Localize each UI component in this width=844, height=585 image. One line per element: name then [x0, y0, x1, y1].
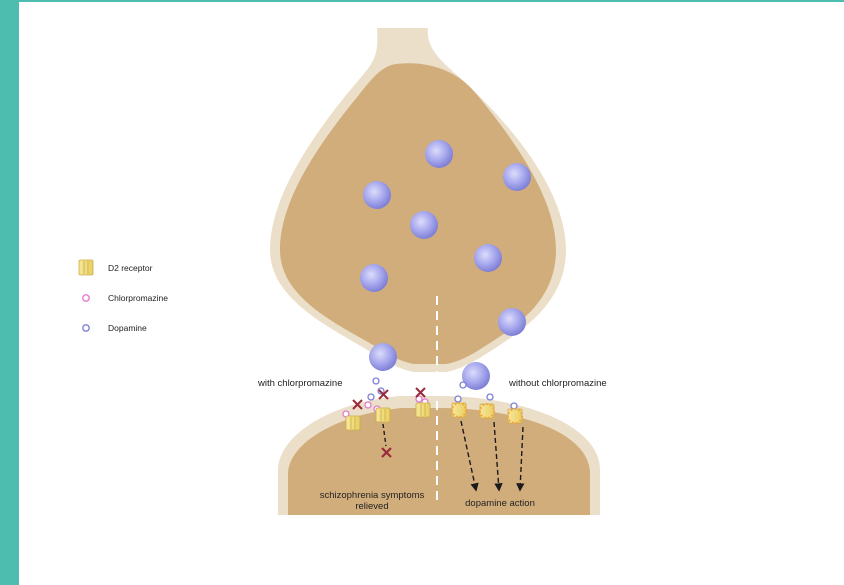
left-caption-line2: relieved [355, 501, 388, 512]
vesicle [410, 211, 438, 239]
left-caption-line1: schizophrenia symptoms [320, 490, 425, 501]
legend: D2 receptor Chlorpromazine Dopamine [79, 260, 168, 333]
block-mark [416, 388, 425, 397]
without-chlorpromazine-label: without chlorpromazine [508, 378, 607, 389]
chlorpromazine-molecule [365, 402, 371, 408]
dopamine-molecule [460, 382, 466, 388]
activated-d2-receptor [480, 404, 494, 418]
with-chlorpromazine-label: with chlorpromazine [257, 378, 342, 389]
activated-d2-receptor [452, 403, 466, 417]
legend-dopamine-label: Dopamine [108, 323, 147, 333]
dopamine-molecule [487, 394, 493, 400]
activated-d2-receptor [508, 409, 522, 423]
d2-receptor [376, 408, 390, 422]
vesicle [503, 163, 531, 191]
right-caption: dopamine action [465, 498, 535, 509]
dopamine-molecule [373, 378, 379, 384]
vesicle [363, 181, 391, 209]
d2-receptor [346, 416, 360, 430]
vesicle [474, 244, 502, 272]
vesicle [369, 343, 397, 371]
vesicle [360, 264, 388, 292]
receptor-icon [79, 260, 93, 275]
dopamine-molecule [368, 394, 374, 400]
dopamine-molecule [455, 396, 461, 402]
legend-chlorpromazine-label: Chlorpromazine [108, 293, 168, 303]
legend-receptor-label: D2 receptor [108, 263, 153, 273]
chlorpromazine-icon [83, 295, 89, 301]
vesicle [498, 308, 526, 336]
vesicle [425, 140, 453, 168]
dopamine-icon [83, 325, 89, 331]
d2-receptor [416, 403, 430, 417]
